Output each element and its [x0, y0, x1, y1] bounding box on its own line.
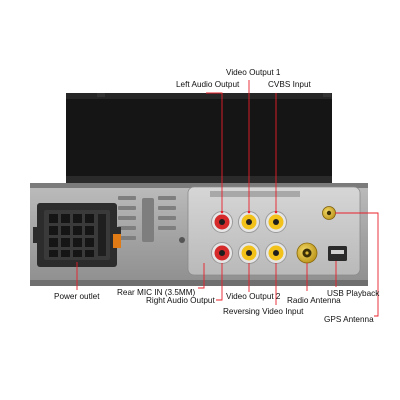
gps-antenna-socket — [322, 206, 336, 220]
radio-antenna-socket — [296, 242, 318, 264]
label-usb-playback: USB Playback — [327, 289, 380, 298]
label-radio-antenna: Radio Antenna — [287, 296, 341, 305]
label-video-output-1: Video Output 1 — [226, 68, 281, 77]
usb-port — [328, 246, 347, 261]
rca-jack-cvbs-input — [265, 211, 287, 233]
power-connector — [33, 203, 121, 267]
rca-jack-left-audio — [211, 211, 233, 233]
label-rear-mic-in: Rear MIC IN (3.5MM) — [117, 288, 196, 297]
rca-jack-right-audio — [211, 242, 233, 264]
rca-jack-video-output-2 — [238, 242, 260, 264]
leader-lines — [76, 80, 379, 317]
label-reversing-video-input: Reversing Video Input — [223, 307, 304, 316]
label-left-audio-output: Left Audio Output — [176, 80, 240, 89]
label-power-outlet: Power outlet — [54, 292, 100, 301]
label-video-output-2: Video Output 2 — [226, 292, 281, 301]
rca-jack-reversing-video — [265, 242, 287, 264]
rca-jack-video-output-1 — [238, 211, 260, 233]
label-right-audio-output: Right Audio Output — [146, 296, 215, 305]
label-cvbs-input: CVBS Input — [268, 80, 312, 89]
front-face-unit — [66, 93, 332, 183]
label-gps-antenna: GPS Antenna — [324, 315, 374, 324]
